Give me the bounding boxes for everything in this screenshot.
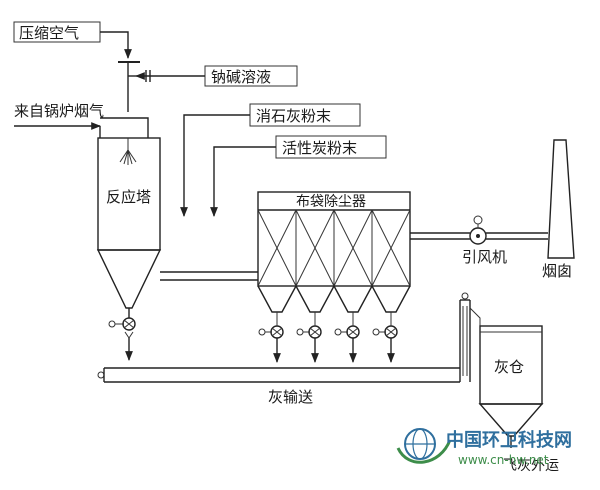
lime-label: 消石灰粉末 — [256, 107, 331, 125]
alkali-solution-input: 钠碱溶液 — [128, 65, 298, 87]
fan-motor-icon — [473, 215, 483, 225]
chimney: 烟囱 — [542, 139, 575, 280]
rotary-valve-icon — [334, 312, 360, 363]
rotary-valve-icon — [296, 312, 322, 363]
chimney-body — [547, 139, 575, 259]
baghouse-filter: 布袋除尘器 — [257, 191, 411, 363]
watermark: 中国环卫科技网 www.cn-hw.net — [396, 428, 572, 467]
baghouse-hoppers — [257, 285, 411, 313]
alkali-label: 钠碱溶液 — [211, 68, 271, 86]
hopper-valve-icons — [258, 312, 398, 363]
rotary-valve-icon — [108, 317, 136, 339]
flue-gas-input: 来自锅炉烟气 — [14, 102, 104, 130]
reactor-tower: 反应塔 — [96, 117, 162, 361]
watermark-url: www.cn-hw.net — [458, 453, 549, 467]
filter-bags — [257, 209, 411, 287]
compressed-air-line — [100, 31, 132, 59]
silo-label: 灰仓 — [494, 358, 524, 376]
chimney-label: 烟囱 — [542, 262, 572, 280]
fan-hub-icon — [476, 234, 480, 238]
watermark-name: 中国环卫科技网 — [446, 429, 572, 451]
baghouse-label: 布袋除尘器 — [296, 194, 366, 210]
elevator-discharge — [469, 307, 481, 326]
conveyor-label: 灰输送 — [268, 388, 313, 406]
carbon-label: 活性炭粉末 — [282, 139, 357, 157]
reactor-baghouse-duct — [160, 271, 258, 281]
reactor-inlet-duct — [100, 117, 149, 138]
compressed-air-label: 压缩空气 — [19, 24, 79, 42]
bucket-elevator — [459, 292, 481, 382]
conveyor-drive-icon — [97, 371, 105, 379]
rotary-valve-icon — [258, 312, 284, 363]
flue-gas-label: 来自锅炉烟气 — [14, 102, 104, 120]
ash-out-label: 飞灰外运 — [503, 458, 559, 474]
ash-silo: 灰仓 飞灰外运 — [478, 325, 559, 474]
rotary-valve-icon — [372, 312, 398, 363]
reactor-hopper — [96, 249, 162, 309]
lime-powder-input: 消石灰粉末 — [180, 103, 361, 217]
reactor-label: 反应塔 — [106, 188, 151, 206]
exhaust-duct — [410, 232, 548, 240]
silo-hopper — [478, 403, 544, 437]
spray-nozzle-icon — [119, 138, 137, 165]
fan-label: 引风机 — [462, 248, 507, 266]
lime-line — [180, 114, 250, 217]
globe-logo-icon — [396, 428, 452, 464]
induced-draft-fan: 引风机 — [462, 215, 507, 266]
carbon-powder-input: 活性炭粉末 — [210, 135, 387, 217]
carbon-line — [210, 146, 276, 217]
elevator-head-icon — [461, 292, 469, 300]
ash-conveyor: 灰输送 — [97, 367, 460, 406]
compressed-air-input: 压缩空气 — [13, 21, 140, 112]
